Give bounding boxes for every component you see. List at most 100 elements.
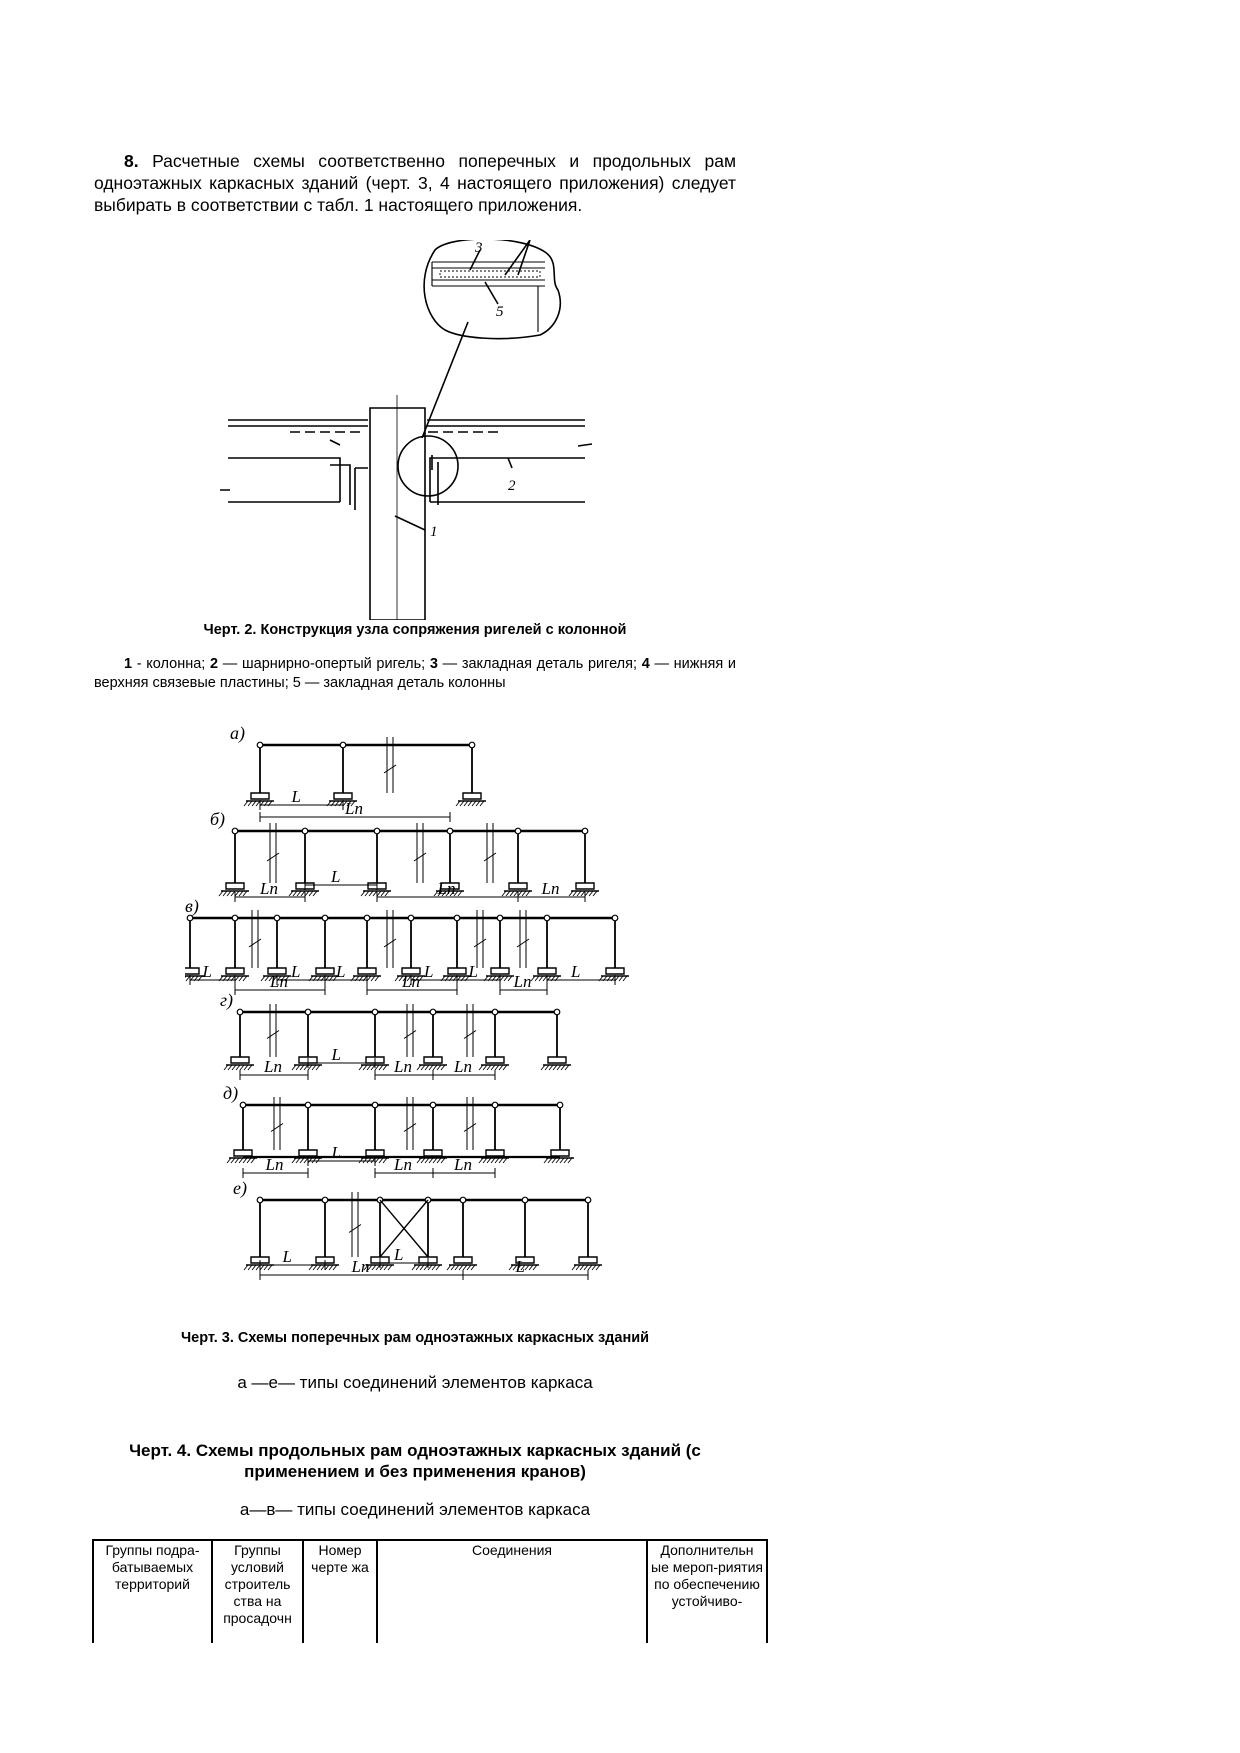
support-plate xyxy=(299,1150,317,1156)
break-mark xyxy=(474,910,486,968)
hatch xyxy=(487,1065,491,1070)
hatch xyxy=(309,891,313,896)
hatch xyxy=(420,1265,424,1270)
hatch xyxy=(365,891,369,896)
hatch xyxy=(247,1158,251,1163)
hatch xyxy=(235,891,239,896)
hatch xyxy=(313,891,317,896)
hatch xyxy=(292,1065,296,1070)
hatch xyxy=(421,1158,425,1163)
legend-num-3: 3 xyxy=(429,656,438,672)
dim-label: Ln xyxy=(541,879,560,898)
hatch xyxy=(429,1158,433,1163)
hatch xyxy=(300,1065,304,1070)
hatch xyxy=(403,976,407,981)
dim-label: L xyxy=(291,787,301,806)
hinge xyxy=(582,828,588,834)
dim-label: Ln xyxy=(269,972,288,991)
hatch xyxy=(333,1265,337,1270)
hatch xyxy=(503,1158,507,1163)
paragraph-text: Расчетные схемы соответственно поперечны… xyxy=(94,151,736,215)
hatch xyxy=(228,1065,232,1070)
hatch xyxy=(383,1158,387,1163)
hatch xyxy=(549,1065,553,1070)
header-cell: Дополнительн ые мероп-риятия по обеспече… xyxy=(646,1539,768,1643)
hatch xyxy=(248,1265,252,1270)
hatch xyxy=(508,976,512,981)
hatch xyxy=(548,1158,552,1163)
hatch xyxy=(425,1065,429,1070)
dim-label: Ln xyxy=(263,1057,282,1076)
hatch xyxy=(383,1065,387,1070)
hatch xyxy=(256,801,260,806)
hatch xyxy=(472,801,476,806)
hatch xyxy=(460,801,464,806)
hatch xyxy=(185,976,186,981)
dim-label: Ln xyxy=(437,879,456,898)
hatch xyxy=(296,1065,300,1070)
hatch xyxy=(451,1265,455,1270)
hatch xyxy=(417,1158,421,1163)
hinge xyxy=(374,828,380,834)
fig2-joint-drawing: 3 4 5 2 1 xyxy=(200,240,640,620)
hinge xyxy=(305,1102,311,1108)
break-mark xyxy=(267,823,279,883)
legend-num-2: 2 xyxy=(210,656,219,672)
hatch xyxy=(351,801,355,806)
hatch xyxy=(615,976,619,981)
support-plate xyxy=(551,1150,569,1156)
hatch xyxy=(252,801,256,806)
fig2-label-5: 5 xyxy=(496,304,504,320)
fig2-beam-right xyxy=(427,420,585,505)
hatch xyxy=(368,1265,372,1270)
support-plate xyxy=(509,883,527,889)
hatch xyxy=(407,976,411,981)
hatch xyxy=(479,1158,483,1163)
hatch xyxy=(502,891,506,896)
hatch xyxy=(239,1158,243,1163)
break-mark xyxy=(464,1097,476,1150)
support-plate xyxy=(454,1257,472,1263)
fig4-subcaption: а—в— типы соединений элементов каркаса xyxy=(239,1500,591,1519)
hatch xyxy=(304,1065,308,1070)
hinge xyxy=(237,1009,243,1015)
hatch xyxy=(384,1265,388,1270)
hatch xyxy=(471,1265,475,1270)
hatch xyxy=(376,1265,380,1270)
hatch xyxy=(388,1265,392,1270)
cross-bracing xyxy=(380,1200,428,1257)
support-plate xyxy=(538,968,556,974)
hatch xyxy=(367,976,371,981)
hatch xyxy=(442,891,446,896)
hinge xyxy=(372,1102,378,1108)
hinge xyxy=(340,742,346,748)
hatch xyxy=(458,891,462,896)
hatch xyxy=(243,891,247,896)
break-mark xyxy=(271,1097,283,1150)
hinge xyxy=(454,915,460,921)
hatch xyxy=(273,976,277,981)
hinge xyxy=(372,1009,378,1015)
hatch xyxy=(244,1065,248,1070)
scheme-label: г) xyxy=(220,990,233,1011)
header-cell: Соединения xyxy=(376,1539,648,1643)
support-plate xyxy=(576,883,594,889)
hinge xyxy=(274,915,280,921)
legend-text-1: - колонна; xyxy=(132,656,211,672)
hinge xyxy=(492,1102,498,1108)
hatch xyxy=(364,1265,368,1270)
hatch xyxy=(491,1065,495,1070)
hatch xyxy=(305,891,309,896)
hatch xyxy=(522,891,526,896)
hatch xyxy=(593,891,597,896)
hinge xyxy=(232,915,238,921)
hatch xyxy=(588,1265,592,1270)
hatch xyxy=(264,1265,268,1270)
hatch xyxy=(375,1158,379,1163)
hatch xyxy=(541,1065,545,1070)
hatch xyxy=(479,1065,483,1070)
support-plate xyxy=(516,1257,534,1263)
hatch xyxy=(468,801,472,806)
hatch xyxy=(483,1065,487,1070)
